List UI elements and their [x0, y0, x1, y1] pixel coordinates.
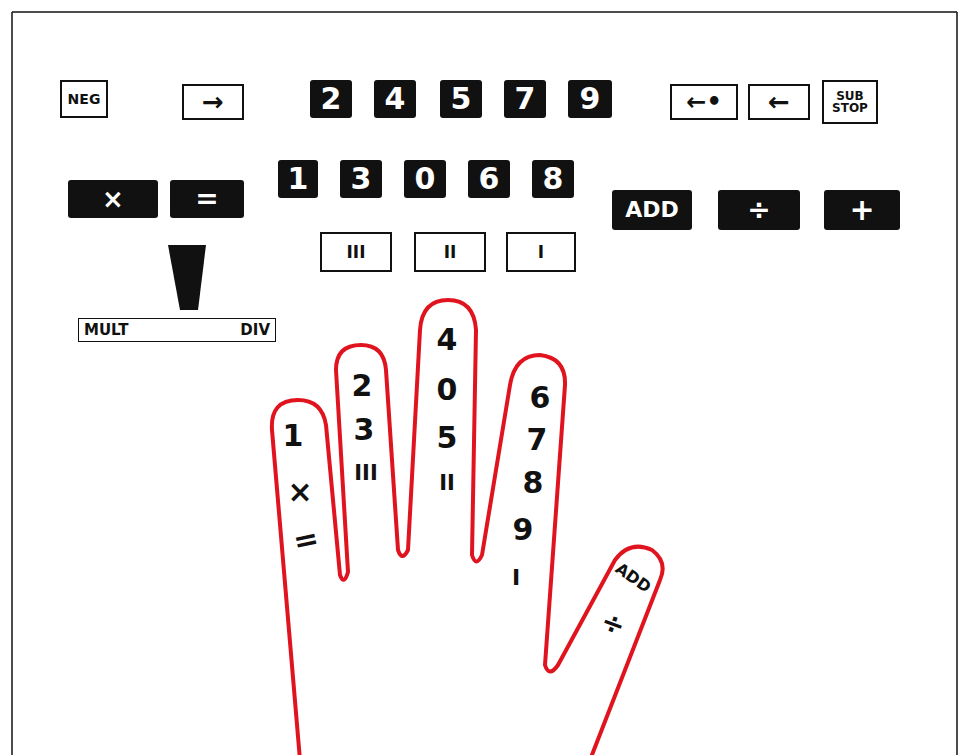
key-label: 4 — [385, 84, 406, 114]
calculator-key: + — [824, 190, 900, 230]
calculator-key: ÷ — [718, 190, 800, 230]
calculator-key: I — [506, 232, 576, 272]
calculator-key: III — [320, 232, 392, 272]
calculator-key: = — [170, 180, 244, 218]
key-label: 1 — [288, 164, 309, 194]
calculator-key: 3 — [340, 160, 382, 198]
key-label: = — [195, 185, 218, 213]
key-label: 9 — [580, 84, 601, 114]
calculator-key: 4 — [374, 80, 416, 118]
calculator-key: 9 — [568, 80, 612, 118]
finger-label: II — [439, 473, 455, 494]
finger-label: × — [287, 477, 312, 507]
calculator-key: SUB STOP — [822, 80, 878, 124]
key-label: NEG — [68, 92, 101, 106]
key-label: + — [849, 195, 874, 225]
key-label: DIV — [240, 323, 270, 338]
key-label: 5 — [451, 84, 472, 114]
hand-shape — [260, 295, 670, 755]
key-label: 0 — [415, 164, 436, 194]
calculator-key: 8 — [532, 160, 574, 198]
calculator-key: 5 — [440, 80, 482, 118]
calculator-key: II — [414, 232, 486, 272]
key-label: 2 — [321, 84, 342, 114]
calculator-key: → — [182, 84, 244, 120]
calculator-key: 6 — [468, 160, 510, 198]
key-label: 3 — [351, 164, 372, 194]
calculator-key: ←• — [670, 84, 738, 120]
finger-label: I — [512, 567, 520, 589]
key-label: ← — [768, 89, 790, 115]
hand-outline: 1×=23III405II6789IADD÷ — [260, 295, 670, 755]
calculator-key: NEG — [60, 80, 108, 118]
calculator-key: 7 — [504, 80, 546, 118]
key-label: ←• — [686, 90, 721, 114]
finger-label: 0 — [437, 375, 458, 405]
calculator-key: × — [68, 180, 158, 218]
key-label: 6 — [479, 164, 500, 194]
finger-label: 9 — [513, 515, 534, 545]
key-label: → — [202, 89, 224, 115]
key-label: × — [102, 186, 124, 212]
calculator-key: ADD — [612, 190, 692, 230]
finger-label: 7 — [527, 425, 548, 455]
key-label: ADD — [625, 199, 679, 221]
finger-label: 4 — [437, 325, 458, 355]
finger-label: 6 — [530, 383, 551, 413]
key-label: II — [444, 244, 457, 261]
finger-label: 5 — [437, 423, 458, 453]
finger-label: III — [354, 463, 377, 484]
key-label: 8 — [543, 164, 564, 194]
key-label: 7 — [515, 84, 536, 114]
finger-label: 2 — [352, 371, 373, 401]
mode-switch: MULT DIV — [78, 318, 276, 342]
calculator-key: ← — [748, 84, 810, 120]
finger-label: 1 — [283, 421, 304, 451]
calculator-key: 1 — [278, 160, 318, 198]
calculator-key: 0 — [404, 160, 446, 198]
finger-label: 3 — [354, 415, 375, 445]
finger-label: 8 — [523, 468, 544, 498]
calculator-key: 2 — [310, 80, 352, 118]
key-label: ÷ — [747, 196, 770, 224]
key-label: III — [347, 244, 366, 261]
key-label: I — [538, 244, 544, 261]
key-label: SUB STOP — [824, 90, 876, 114]
key-label: MULT — [84, 323, 128, 338]
